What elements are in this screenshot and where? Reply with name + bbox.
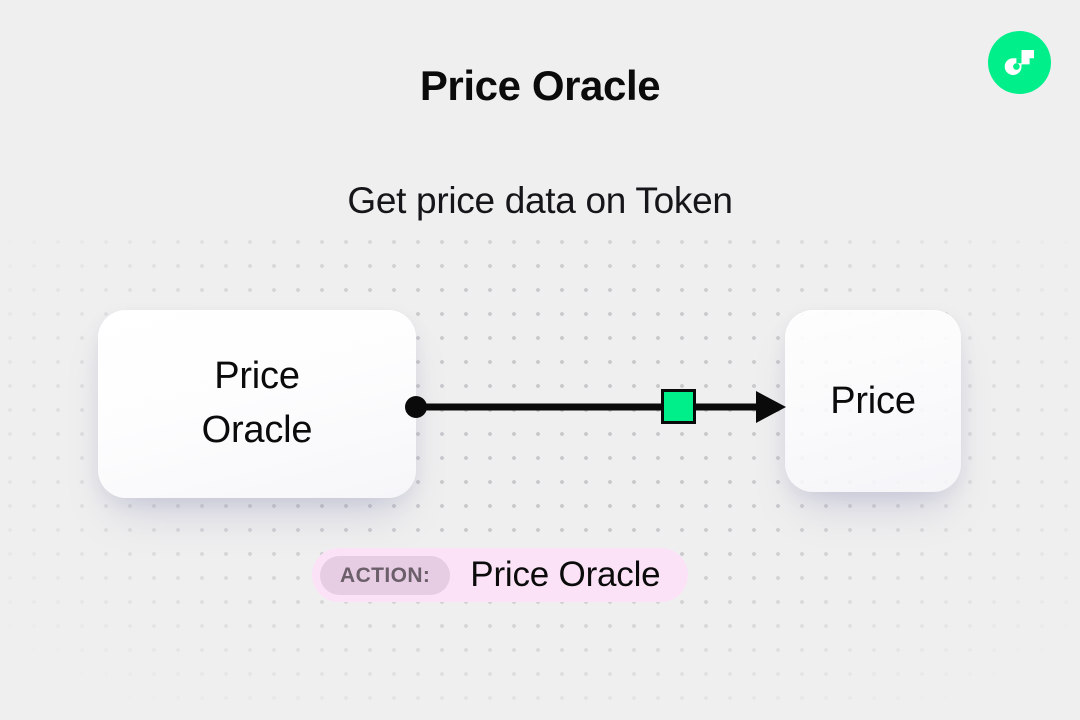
edge-start-dot-icon [405, 396, 427, 418]
node-source-label-line-2: Oracle [201, 409, 313, 451]
edge-midpoint-square-icon[interactable] [661, 389, 696, 424]
node-source-label: Price Oracle [202, 350, 313, 458]
action-badge-key: ACTION: [320, 555, 451, 595]
page-subtitle: Get price data on Token [347, 180, 733, 221]
action-badge[interactable]: ACTION: Price Oracle [312, 548, 689, 602]
node-card-source[interactable]: Price Oracle [98, 310, 416, 498]
flow-logo-icon [988, 31, 1051, 94]
page-title: Price Oracle [419, 62, 661, 109]
node-source-label-line-1: Price [214, 355, 300, 398]
edge-connector [405, 391, 786, 423]
action-badge-value: Price Oracle [470, 555, 661, 594]
edge-arrowhead-icon [756, 391, 786, 423]
node-target-label: Price [830, 379, 916, 422]
node-card-target[interactable]: Price [785, 310, 961, 492]
